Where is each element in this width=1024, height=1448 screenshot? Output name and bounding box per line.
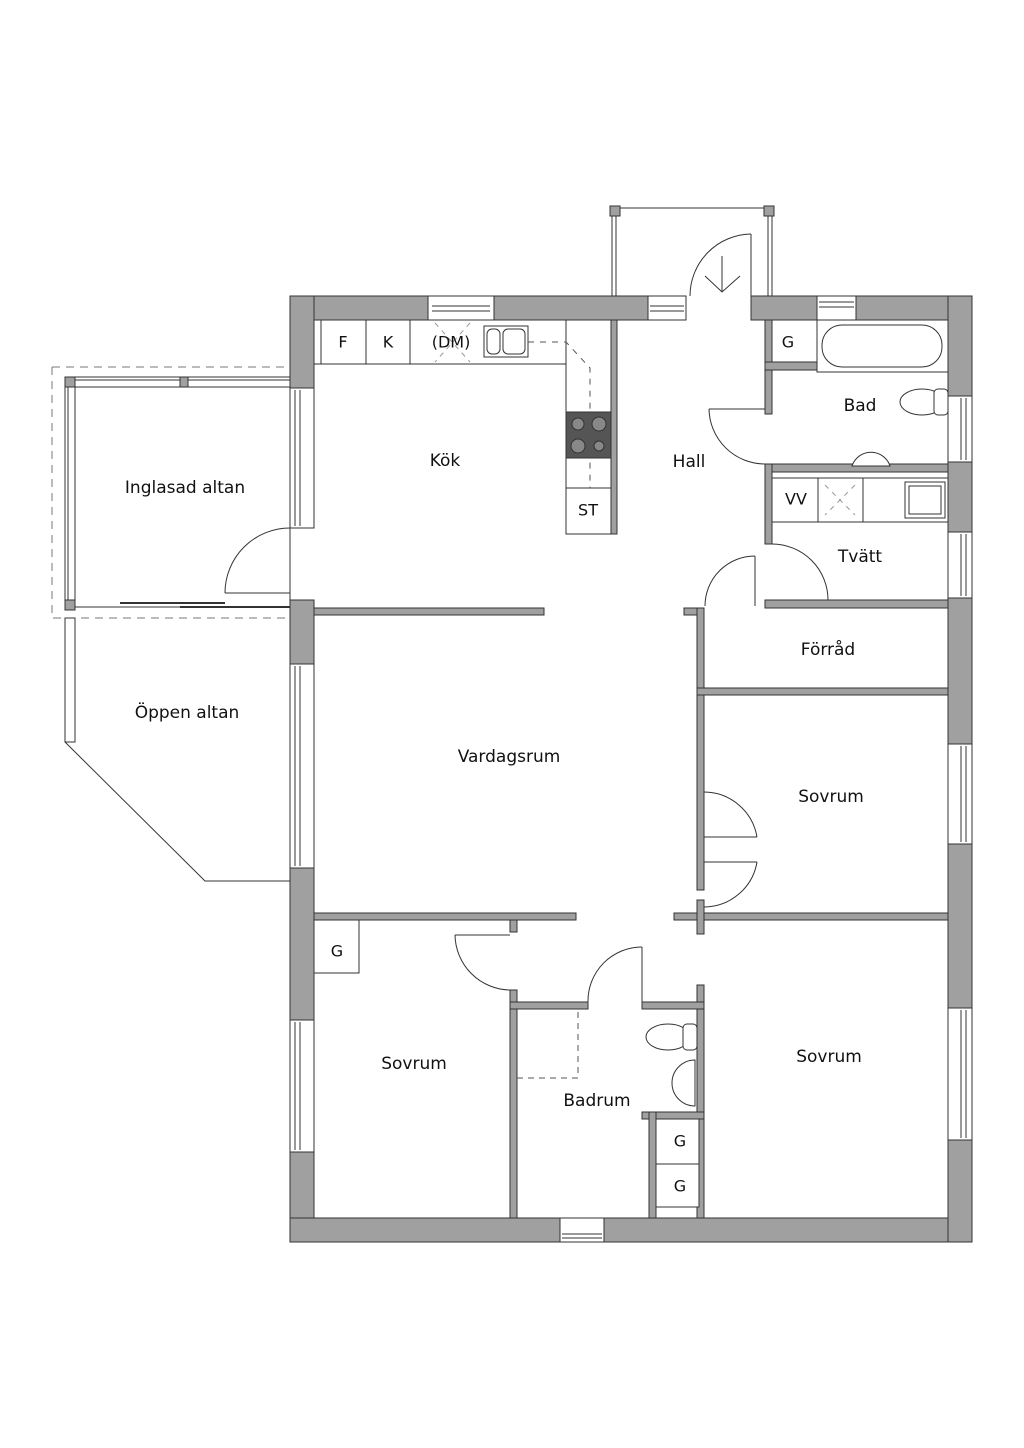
room-label-bad: Bad (843, 396, 877, 416)
window-sovrum-3 (947, 1007, 973, 1141)
wall-hall-tvatt (764, 463, 773, 545)
wall-kitchen-living (313, 607, 545, 616)
wall-right-1 (947, 295, 973, 397)
wall-badrum-top-left (509, 1001, 589, 1010)
wall-hall-bedrooms (696, 607, 705, 891)
wall-hall-bad (764, 369, 773, 415)
fixture-label-water-heater: VV (785, 489, 807, 509)
fixture-label-fridge: F (338, 332, 348, 352)
washbasin-icon-badrum (671, 1059, 696, 1107)
wall-forrad-sovrum (696, 687, 949, 696)
fixture-label-closet-hall: G (781, 332, 795, 352)
window-sovrum-2 (289, 1019, 315, 1153)
wall-tvatt-forrad (764, 599, 949, 609)
open-terrace-outline (64, 741, 290, 882)
wall-right-2 (947, 461, 973, 533)
door-arc-bad (708, 408, 766, 465)
wall-bottom-left (289, 1217, 561, 1243)
window-kitchen (427, 295, 495, 321)
wall-sovrum1-sovrum3 (673, 912, 949, 921)
glazed-terrace-outline (64, 376, 291, 608)
room-label-vardagsrum: Vardagsrum (457, 747, 561, 767)
door-arc-altan (224, 527, 291, 594)
window-kitchen-side (289, 387, 315, 529)
wall-kitchen-hall (610, 319, 618, 535)
fixture-label-closet-sovrum-3a: G (673, 1131, 687, 1151)
closet-hall (771, 319, 818, 363)
wall-right-4 (947, 843, 973, 1009)
door-arc-tvatt (771, 543, 829, 601)
window-bad-top (816, 295, 857, 321)
wall-living-sovrum2 (313, 912, 577, 921)
room-label-inglasad-altan: Inglasad altan (124, 478, 246, 498)
window-vardagsrum (289, 663, 315, 869)
fixture-label-closet-sovrum-2: G (330, 941, 344, 961)
window-tvatt (947, 531, 973, 599)
door-arc-sovrum-2 (454, 934, 511, 991)
door-arc-sovrum-3 (703, 861, 758, 908)
washbasin-icon (851, 451, 891, 467)
door-arc-entrance (689, 233, 752, 297)
wall-bottom-right (603, 1217, 973, 1243)
wall-left-mid (289, 599, 315, 665)
wall-right-3 (947, 597, 973, 745)
room-label-kok: Kök (429, 451, 461, 471)
wall-top-right-a (750, 295, 818, 321)
closet-sovrum-2 (313, 919, 360, 974)
room-label-sovrum-1: Sovrum (798, 787, 864, 807)
wall-left-lower (289, 867, 315, 1021)
wall-closet-side (648, 1111, 657, 1219)
wall-sovrum2-badrum (509, 989, 518, 1219)
wall-stub-sovrum2 (509, 919, 518, 933)
door-arc-badrum (587, 946, 643, 1003)
room-label-sovrum-3: Sovrum (796, 1047, 862, 1067)
fixture-label-dishwasher: (DM) (431, 332, 471, 352)
wall-top-mid (493, 295, 649, 321)
room-label-tvatt: Tvätt (837, 547, 883, 567)
wall-closet-bottom (764, 361, 818, 371)
fixture-label-freezer: K (382, 332, 394, 352)
window-bad (947, 395, 973, 463)
wall-left-top (289, 295, 315, 389)
wall-badrum-sovrum3 (696, 984, 705, 1219)
room-label-badrum: Badrum (563, 1091, 631, 1111)
window-hall (647, 295, 687, 321)
wall-t-post (696, 899, 705, 935)
room-label-oppen-altan: Öppen altan (134, 703, 240, 723)
room-label-sovrum-2: Sovrum (381, 1054, 447, 1074)
wall-badrum-top-right (641, 1001, 705, 1010)
door-arc-sovrum-1 (703, 791, 758, 838)
fixture-label-oven: ST (578, 500, 598, 520)
room-label-forrad: Förråd (800, 640, 856, 660)
window-sovrum-1 (947, 743, 973, 845)
door-arc-forrad (704, 555, 756, 607)
room-label-hall: Hall (672, 452, 706, 472)
wall-right-5 (947, 1139, 973, 1243)
fixture-label-closet-sovrum-3b: G (673, 1176, 687, 1196)
